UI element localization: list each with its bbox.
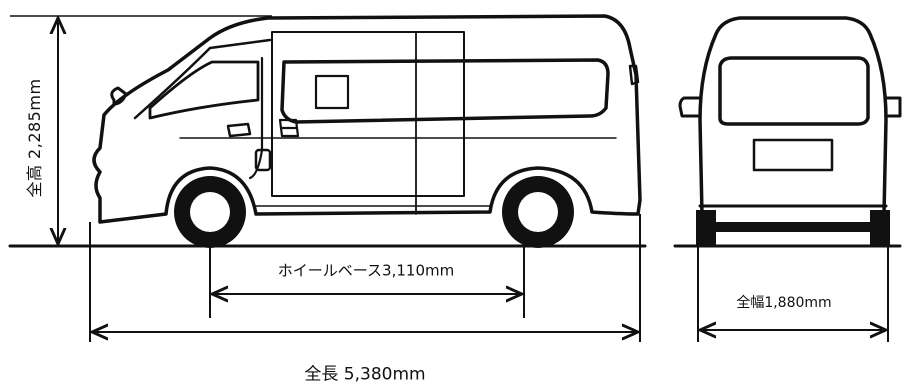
window-square (314, 74, 350, 110)
rear-chassis (716, 222, 870, 232)
width-label: 全幅1,880mm (736, 295, 832, 311)
windshield (133, 38, 272, 120)
wheelbase-label: ホイールベース3,110mm (277, 261, 455, 280)
front-wheel-rim (190, 192, 230, 232)
length-label: 全長 5,380mm (304, 364, 426, 385)
dimension-lines (10, 15, 889, 342)
rear-body-outline (698, 16, 888, 216)
rear-wheel-rim (518, 192, 558, 232)
right-mirror (884, 96, 902, 118)
side-mirror (110, 86, 128, 106)
side-window (280, 58, 610, 124)
front-door-handle (226, 122, 252, 138)
front-door-window (148, 60, 260, 120)
rear-lamp (628, 64, 640, 86)
rear-window (718, 56, 870, 126)
van-body-outline (92, 14, 642, 224)
height-label: 全高 2,285mm (25, 78, 44, 198)
sliding-door (271, 31, 465, 197)
fuel-cap (254, 148, 272, 172)
rear-right-tire (870, 210, 890, 246)
left-mirror (678, 96, 702, 118)
license-plate (752, 138, 834, 172)
wheels-side (174, 176, 574, 248)
rear-left-tire (696, 210, 716, 246)
sliding-door-handle (278, 118, 300, 138)
